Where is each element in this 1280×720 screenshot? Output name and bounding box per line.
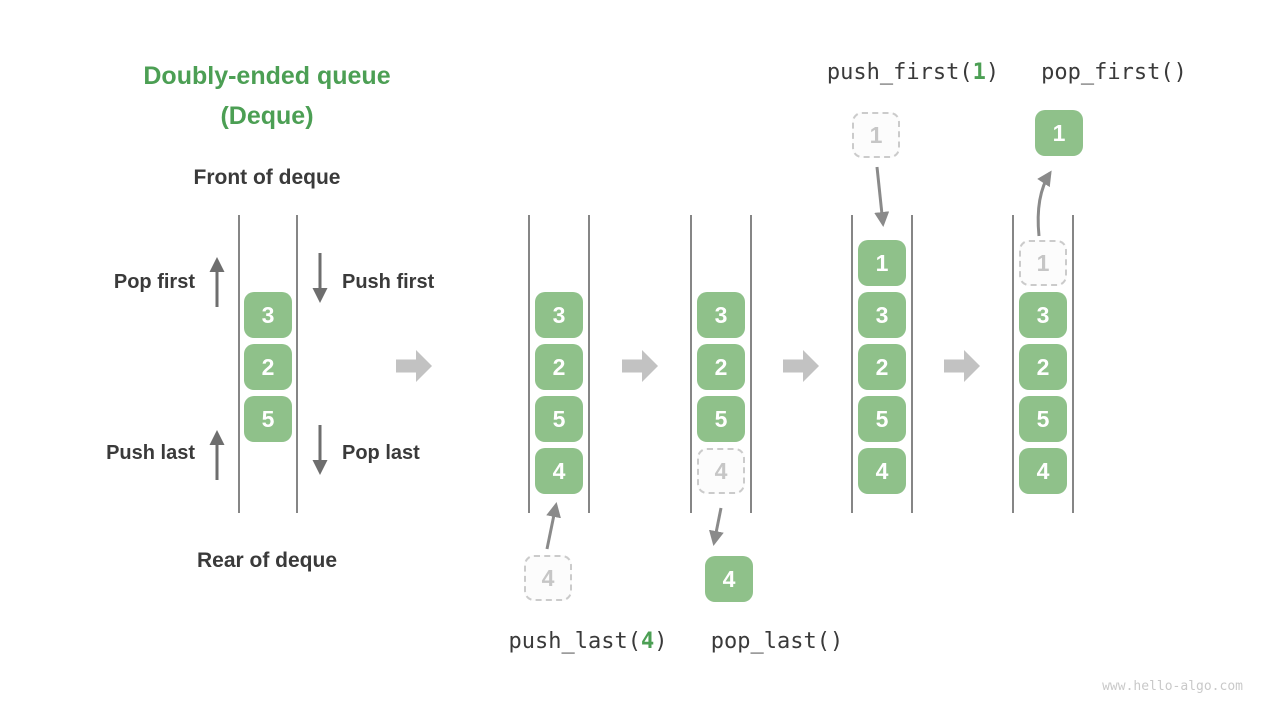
step-right-arrow-icon	[396, 350, 432, 382]
op-text: )	[985, 60, 1000, 85]
step-right-arrow-icon	[622, 350, 658, 382]
pop-last-move-arrow-icon	[708, 507, 724, 546]
queue-cell: 3	[858, 292, 906, 338]
queue-cell: 2	[1019, 344, 1067, 390]
queue-cell-ghost: 4	[697, 448, 745, 494]
op-label-pop-first: pop_first()	[1041, 60, 1187, 85]
op-label-push-first: push_first(1)	[827, 60, 999, 85]
op-label-push-last: push_last(4)	[509, 629, 668, 654]
diagram-title-line1: Doubly-ended queue	[143, 62, 391, 90]
push-last-label: Push last	[106, 442, 195, 464]
op-text: push_last(	[508, 629, 641, 654]
op-arg: 1	[972, 60, 986, 85]
queue-cell: 3	[535, 292, 583, 338]
push-first-move-arrow-icon	[874, 166, 890, 227]
push-first-label: Push first	[342, 271, 435, 293]
queue-cell: 5	[244, 396, 292, 442]
queue-cell-ghost: 1	[1019, 240, 1067, 286]
step-right-arrow-icon	[944, 350, 980, 382]
diagram-title: Doubly-ended queue (Deque)	[117, 56, 417, 136]
op-label-pop-last: pop_last()	[710, 629, 844, 654]
queue-cell: 2	[858, 344, 906, 390]
queue-cell: 5	[535, 396, 583, 442]
push-last-incoming-cell: 4	[524, 555, 572, 601]
pop-first-removed-cell: 1	[1035, 110, 1083, 156]
queue-cell: 3	[697, 292, 745, 338]
diagram-title-line2: (Deque)	[220, 102, 314, 130]
queue-cell: 5	[697, 396, 745, 442]
queue-cell: 4	[1019, 448, 1067, 494]
queue-cell: 2	[697, 344, 745, 390]
rear-of-deque-label: Rear of deque	[196, 549, 338, 572]
queue-cell: 4	[535, 448, 583, 494]
pop-last-label: Pop last	[342, 442, 420, 464]
op-text: )	[654, 629, 668, 654]
queue-cell: 4	[858, 448, 906, 494]
front-of-deque-label: Front of deque	[193, 166, 341, 189]
pop-last-removed-cell: 4	[705, 556, 753, 602]
site-watermark: www.hello-algo.com	[1102, 679, 1243, 694]
pop-first-move-arrow-icon	[1036, 170, 1052, 237]
push-first-incoming-cell: 1	[852, 112, 900, 158]
step-right-arrow-icon	[783, 350, 819, 382]
pop-first-label: Pop first	[113, 271, 195, 293]
queue-cell: 2	[535, 344, 583, 390]
op-arg: 4	[640, 629, 655, 654]
queue-walls	[238, 215, 1074, 513]
queue-cell: 5	[858, 396, 906, 442]
op-text: push_first(	[826, 60, 973, 85]
queue-cell: 2	[244, 344, 292, 390]
queue-cell: 1	[858, 240, 906, 286]
push-last-move-arrow-icon	[545, 502, 561, 550]
queue-cell: 3	[244, 292, 292, 338]
queue-cell: 3	[1019, 292, 1067, 338]
queue-cell: 5	[1019, 396, 1067, 442]
element-move-arrows	[545, 166, 1052, 550]
